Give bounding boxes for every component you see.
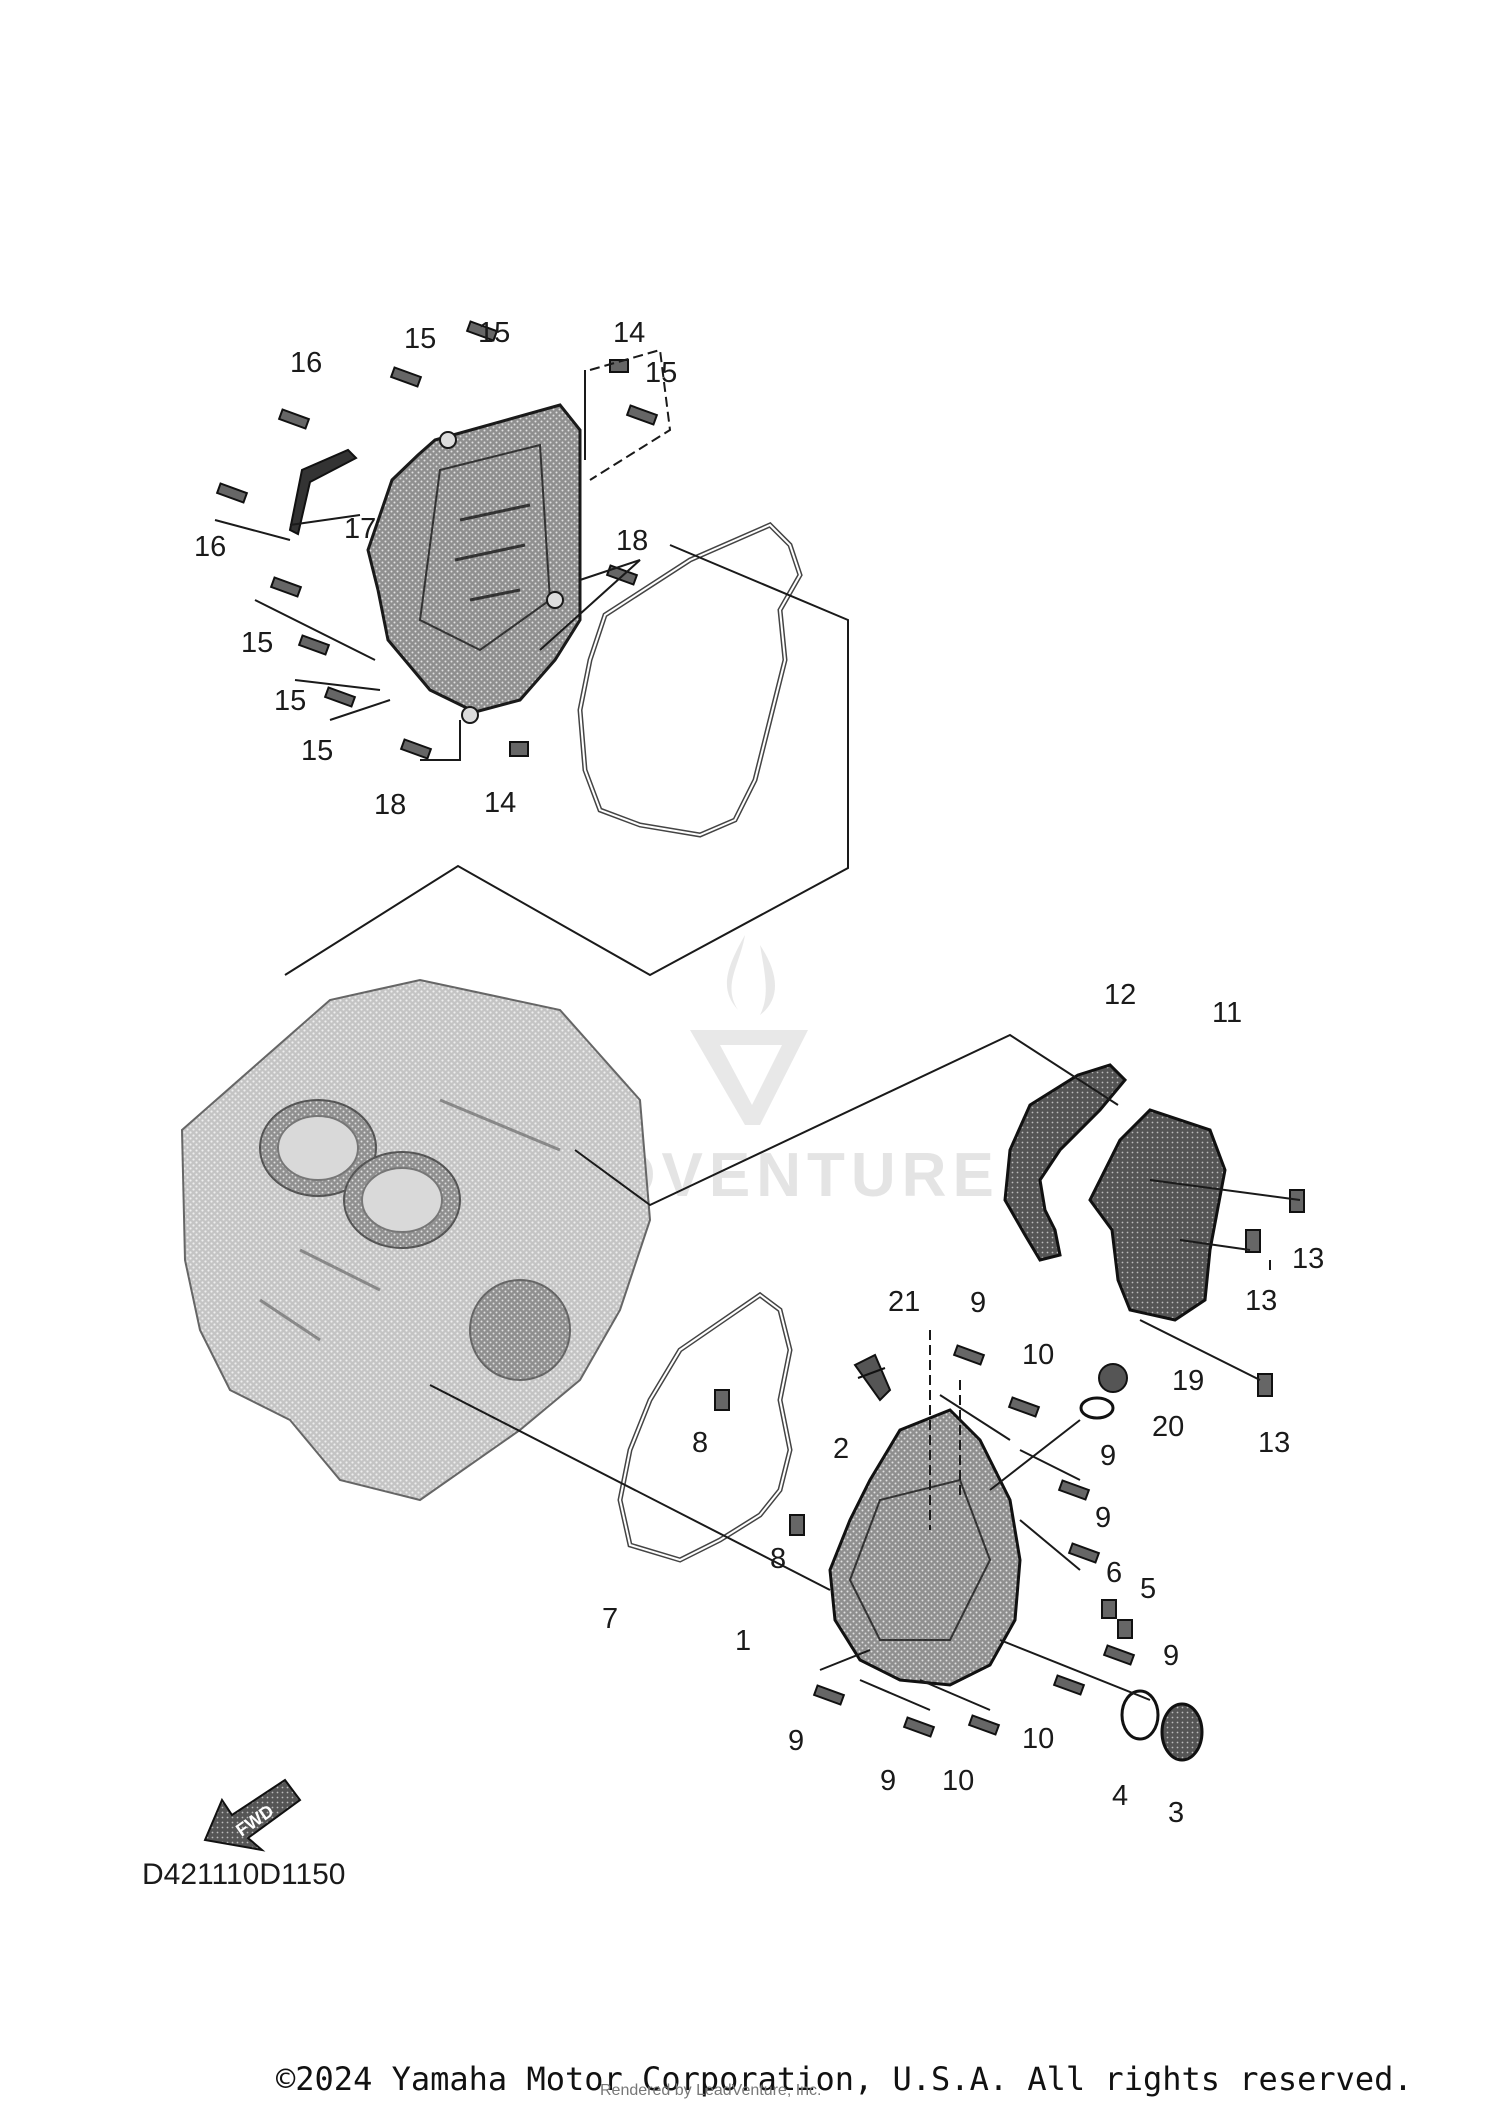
callout-15-b: 15 (478, 317, 510, 349)
callout-14-a: 14 (613, 317, 645, 349)
callout-4: 4 (1112, 1780, 1128, 1812)
callout-18-a: 18 (616, 525, 648, 557)
callout-18-b: 18 (374, 789, 406, 821)
generator-cover-1 (828, 1408, 1022, 1687)
callout-2: 2 (833, 1433, 849, 1465)
callout-5: 5 (1140, 1573, 1156, 1605)
cover-11 (1088, 1108, 1227, 1322)
rendered-by-credit: Rendered by LeadVenture, Inc. (600, 2082, 822, 2099)
callout-21: 21 (888, 1286, 920, 1318)
callout-13-c: 13 (1258, 1427, 1290, 1459)
callout-16-a: 16 (290, 347, 322, 379)
callout-10-c: 10 (942, 1765, 974, 1797)
callout-15-c: 15 (645, 357, 677, 389)
callout-13-a: 13 (1292, 1243, 1324, 1275)
callout-9-f: 9 (880, 1765, 896, 1797)
guide-12 (1003, 1063, 1128, 1262)
callout-7: 7 (602, 1603, 618, 1635)
callout-15-e: 15 (274, 685, 306, 717)
callout-1: 1 (735, 1625, 751, 1657)
callout-10-a: 10 (1022, 1339, 1054, 1371)
copyright-notice: ©2024 Yamaha Motor Corporation, U.S.A. A… (276, 2060, 1413, 2098)
callout-group: 1 2 3 4 5 6 7 8 8 9 9 9 9 9 9 21 10 10 1… (194, 317, 1324, 1829)
o-ring-20 (1079, 1396, 1115, 1420)
callout-15-d: 15 (241, 627, 273, 659)
callout-8-a: 8 (692, 1427, 708, 1459)
fwd-arrow: FWD (203, 1778, 302, 1852)
callout-16-b: 16 (194, 531, 226, 563)
callout-12: 12 (1104, 979, 1136, 1011)
callout-9-c: 9 (1095, 1502, 1111, 1534)
bolts (215, 320, 1305, 1738)
dowel-21 (853, 1353, 892, 1402)
callout-11: 11 (1212, 997, 1242, 1029)
diagram-id: D421110D1150 (142, 1858, 346, 1891)
callout-13-b: 13 (1245, 1285, 1277, 1317)
bracket-17 (288, 448, 358, 536)
callout-9-e: 9 (788, 1725, 804, 1757)
watermark-logo (690, 935, 808, 1125)
callout-14-b: 14 (484, 787, 516, 819)
callout-10-b: 10 (1022, 1723, 1054, 1755)
callout-15-a: 15 (404, 323, 436, 355)
callout-3: 3 (1168, 1797, 1184, 1829)
callout-6: 6 (1106, 1557, 1122, 1589)
callout-9-b: 9 (1100, 1440, 1116, 1472)
callout-20: 20 (1152, 1411, 1184, 1443)
callout-19: 19 (1172, 1365, 1204, 1397)
plug-19 (1098, 1363, 1128, 1393)
crankcase-block (180, 978, 652, 1502)
callout-9-a: 9 (970, 1287, 986, 1319)
callout-15-f: 15 (301, 735, 333, 767)
leader-lines (214, 348, 1301, 1711)
o-ring-4 (1120, 1689, 1160, 1741)
crankcase-cover-upper (366, 403, 582, 724)
callout-8-b: 8 (770, 1543, 786, 1575)
plug-3 (1160, 1702, 1204, 1762)
callout-9-d: 9 (1163, 1640, 1179, 1672)
callout-17: 17 (344, 513, 376, 545)
